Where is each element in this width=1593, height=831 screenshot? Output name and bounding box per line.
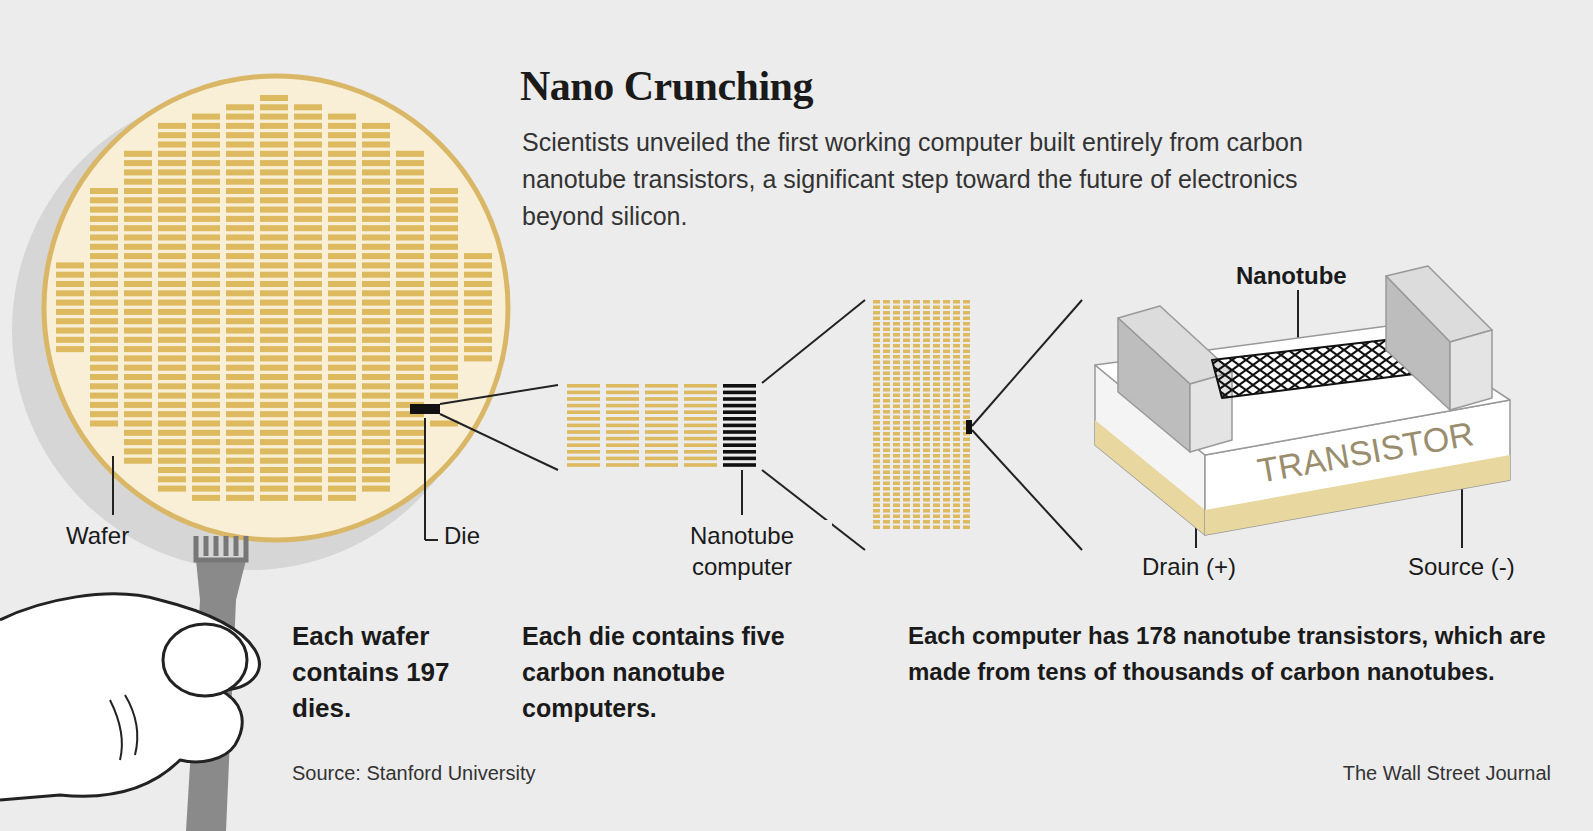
hand-with-tweezers [0, 536, 259, 831]
highlighted-transistor [966, 420, 972, 434]
computer-zoom [873, 300, 970, 529]
intro-text: Scientists unveiled the first working co… [522, 124, 1342, 235]
part-label: Die [444, 522, 480, 550]
fact-text: Each die contains five carbon nanotube c… [522, 618, 852, 726]
credit: The Wall Street Journal [1343, 762, 1551, 785]
wafer [44, 76, 508, 540]
part-label: Wafer [66, 522, 129, 550]
wafer-shadow [12, 90, 488, 570]
fact-text: Each wafer contains 197 dies. [292, 618, 497, 726]
die-grid [56, 95, 492, 501]
terminal-label: Source (-) [1408, 553, 1515, 581]
title: Nano Crunching [520, 62, 813, 110]
highlighted-die [410, 404, 440, 414]
part-label: Nanotube [1236, 262, 1347, 290]
die-zoom [567, 384, 756, 467]
transistor-illustration [1095, 266, 1510, 535]
fact-text: Each computer has 178 nanotube transisto… [908, 618, 1563, 690]
part-label: Nanotube computer [652, 520, 832, 582]
terminal-label: Drain (+) [1142, 553, 1236, 581]
source-note: Source: Stanford University [292, 762, 535, 785]
